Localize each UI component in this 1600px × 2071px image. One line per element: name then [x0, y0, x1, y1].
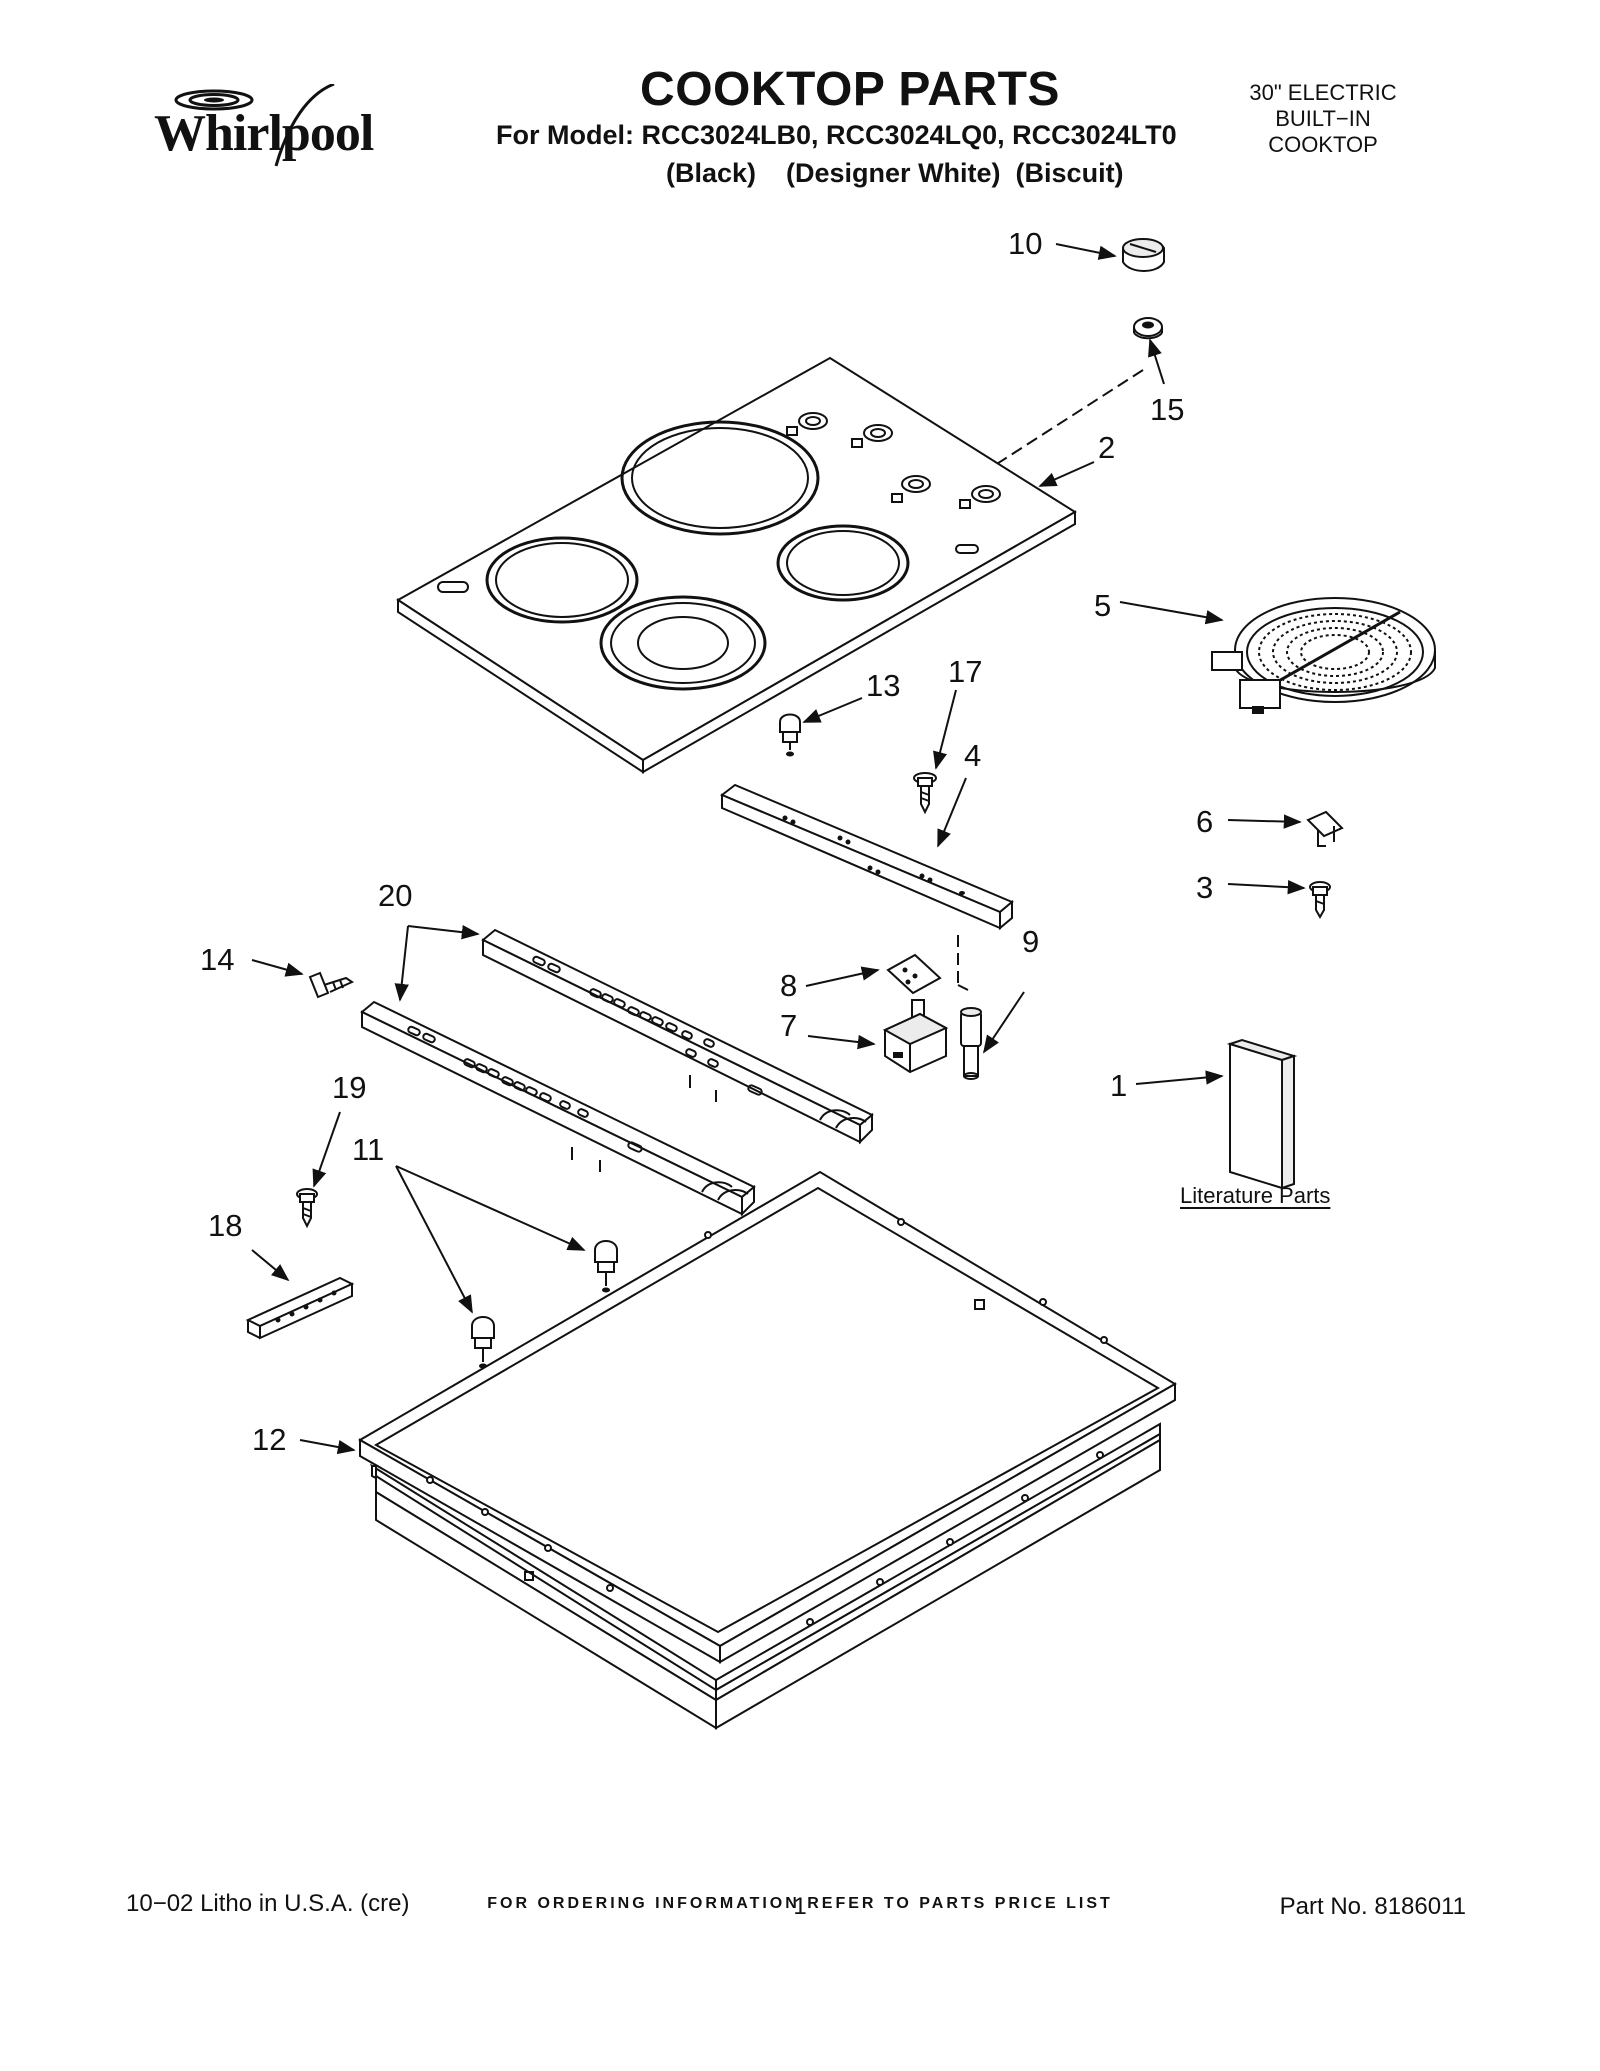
part-11-bumper-right: [594, 1240, 618, 1293]
part-11-bumper-left: [471, 1316, 495, 1369]
part-20-support-bracket-rear: [481, 928, 874, 1145]
callout-13: 13: [866, 668, 901, 703]
callout-17: 17: [948, 654, 983, 689]
callout-15: 15: [1150, 392, 1185, 427]
callout-6: 6: [1196, 804, 1214, 839]
part-number: Part No. 8186011: [1279, 1893, 1466, 1920]
product-type: 30" ELECTRIC BUILT−IN COOKTOP: [1218, 80, 1428, 158]
page-number: 1: [793, 1893, 807, 1920]
callout-leaders: [251, 243, 1306, 1455]
product-type-line1: 30" ELECTRIC: [1249, 80, 1397, 105]
part-19-screw: [296, 1188, 318, 1229]
part-8-mounting-plate: [886, 953, 942, 995]
product-type-line2: BUILT−IN COOKTOP: [1268, 106, 1378, 157]
callout-8: 8: [780, 968, 798, 1003]
part-2-glass-cooktop: [396, 356, 1077, 774]
callout-11: 11: [352, 1132, 385, 1167]
callout-2: 2: [1098, 430, 1116, 465]
part-17-screw: [913, 772, 937, 815]
part-3-screw: [1309, 881, 1331, 920]
ordering-info: FOR ORDERING INFORMATION REFER TO PARTS …: [487, 1895, 1113, 1912]
callout-7: 7: [780, 1008, 798, 1043]
part-18-small-bracket: [245, 1276, 355, 1340]
part-1-literature-pack: [1226, 1038, 1298, 1190]
part-12-burner-box-frame: [358, 1170, 1177, 1730]
callout-3: 3: [1196, 870, 1214, 905]
brand-wordmark: Whirlpool: [154, 105, 374, 162]
callout-19: 19: [332, 1070, 367, 1105]
callout-18: 18: [208, 1208, 243, 1243]
callout-1: 1: [1110, 1068, 1128, 1103]
callout-20: 20: [378, 878, 413, 913]
literature-parts-label: Literature Parts: [1180, 1183, 1331, 1208]
brand-logo: Whirlpool: [148, 82, 388, 174]
whirlpool-swirl-icon: [174, 82, 335, 167]
part-20-support-bracket-front: [360, 1000, 756, 1217]
part-13-bumper: [779, 713, 801, 757]
color-variants: (Black) (Designer White) (Biscuit): [666, 158, 1124, 188]
part-14-screw: [308, 971, 355, 999]
part-7-infinite-switch: [882, 999, 949, 1074]
callout-4: 4: [964, 738, 982, 773]
callout-9: 9: [1022, 924, 1040, 959]
callout-10: 10: [1008, 226, 1043, 261]
part-6-retaining-clip: [1306, 810, 1344, 847]
callout-5: 5: [1094, 588, 1112, 623]
litho-info: 10−02 Litho in U.S.A. (cre): [126, 1890, 410, 1917]
callout-12: 12: [252, 1422, 287, 1457]
part-10-control-knob: [1122, 238, 1165, 272]
part-9-indicator-light: [960, 1007, 982, 1080]
callout-14: 14: [200, 942, 235, 977]
part-5-radiant-element: [1211, 597, 1436, 714]
part-4-control-bracket: [720, 783, 1014, 931]
page-title: COOKTOP PARTS: [640, 63, 1060, 116]
model-line: For Model: RCC3024LB0, RCC3024LQ0, RCC30…: [496, 120, 1177, 150]
part-15-knob-bezel: [1133, 317, 1163, 340]
switch-alignment-tick: [957, 984, 969, 991]
knob-alignment-line: [974, 369, 1144, 479]
